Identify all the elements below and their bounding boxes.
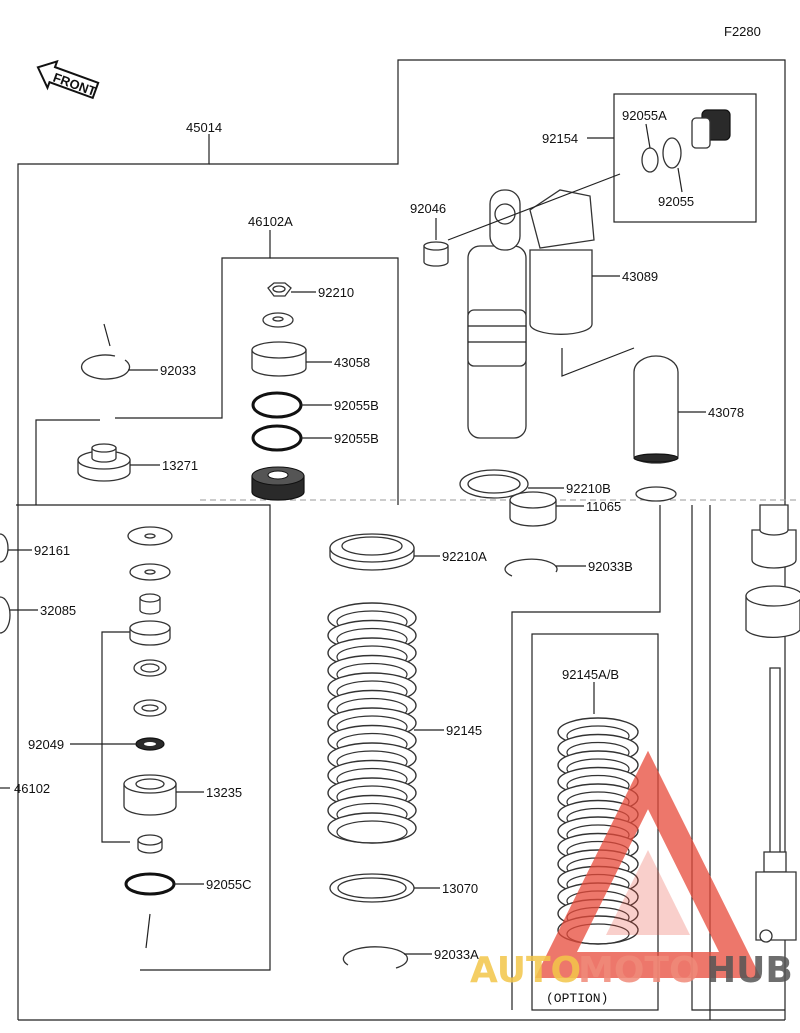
front-arrow-icon: FRONT [36,59,100,100]
label-92049: 92049 [28,737,64,752]
label-92055b-1: 92055B [334,398,379,413]
o-ring-92055b-1 [251,391,303,419]
circlip-92033a-part [342,946,409,969]
watermark-logo-icon [535,750,761,978]
watermark-text: AUTO MOTO HUB [470,950,793,991]
circlip-92033-part [80,354,131,380]
nut-92210a-part [329,533,415,571]
piston-stack-parts [123,526,177,896]
label-92210a: 92210A [442,549,487,564]
label-92145: 92145 [446,723,482,738]
label-92145ab: 92145A/B [562,667,619,682]
seal-part [251,466,305,501]
bushing-11065-part [509,491,557,527]
label-11065: 11065 [586,499,621,514]
spring-92145-part [327,602,417,844]
option-label: (OPTION) [546,991,608,1006]
label-13070: 13070 [442,881,478,896]
label-45014: 45014 [186,120,222,135]
label-92055c: 92055C [206,877,252,892]
label-32085: 32085 [40,603,76,618]
label-92033: 92033 [160,363,196,378]
label-92055a: 92055A [622,108,667,123]
label-92046: 92046 [410,201,446,216]
label-92154: 92154 [542,131,578,146]
spring-coil [327,812,417,844]
label-43078: 43078 [708,405,744,420]
label-92210: 92210 [318,285,354,300]
label-92210b: 92210B [566,481,611,496]
label-92033b: 92033B [588,559,633,574]
adjuster-92154-part [641,109,731,173]
spring-coil-inner [336,820,408,844]
label-92161: 92161 [34,543,70,558]
reservoir-cap-43078-part [633,355,679,464]
label-13235: 13235 [206,785,242,800]
leader-lines [0,123,706,955]
label-92033a: 92033A [434,947,479,962]
spring-seat-inner [337,877,407,899]
nut-92210-part [267,282,292,297]
bushing-43058-part [251,341,307,377]
reservoir-ring-part [635,486,677,502]
shock-body-43089-part [467,189,595,439]
label-43089: 43089 [622,269,658,284]
part-labels: 45014 46102A 92210 43058 92055B 92055B 9… [14,108,744,1006]
label-46102: 46102 [14,781,50,796]
label-13271: 13271 [162,458,198,473]
edge-parts-left [0,533,11,634]
label-46102a: 46102A [248,214,293,229]
washer-part [262,312,294,328]
o-ring-92055b-2 [251,424,303,452]
watermark-auto: AUTO [470,950,581,991]
collar-92046-part [423,241,449,267]
shock-rod-parts [745,504,800,943]
label-92055b-2: 92055B [334,431,379,446]
label-43058: 43058 [334,355,370,370]
cap-13271-part [77,443,131,482]
nut-92210b-part [459,469,529,499]
watermark-hub: HUB [706,950,793,991]
watermark-moto: MOTO [578,950,700,991]
circlip-92033b-part [504,558,558,577]
diagram-code: F2280 [724,24,761,39]
label-92055: 92055 [658,194,694,209]
